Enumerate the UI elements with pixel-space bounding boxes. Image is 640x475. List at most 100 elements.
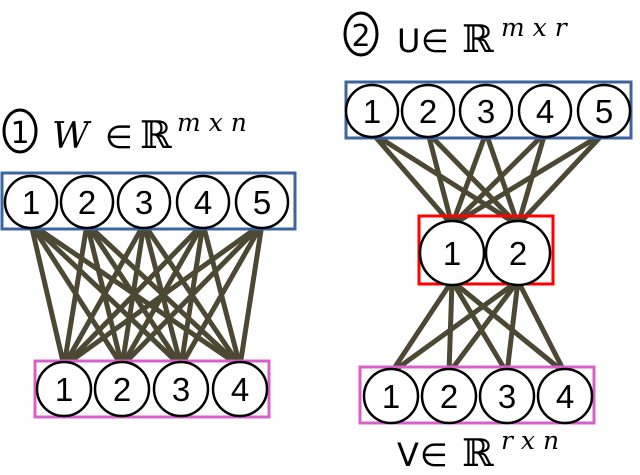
right-bottom-layer-box	[358, 365, 596, 425]
node-circle	[536, 367, 594, 425]
left-real-set-symbol: ℝ	[140, 113, 172, 157]
right-top-matrix-symbol: U	[397, 22, 420, 60]
right-top-real-set-symbol: ℝ	[462, 17, 494, 61]
right-top-node: 1	[344, 83, 400, 139]
edge-right-upper	[516, 131, 606, 227]
edge-left	[62, 221, 264, 369]
right-bottom-matrix-symbol: V	[397, 436, 419, 474]
edge-left	[61, 223, 90, 367]
edge-right-upper	[425, 132, 455, 226]
node-circle	[478, 367, 536, 425]
node-circle	[234, 174, 290, 230]
left-top-node: 3	[116, 174, 172, 230]
right-top-dimension-superscript: m x r	[501, 13, 569, 42]
node-circle	[400, 83, 456, 139]
edge-left	[237, 223, 265, 367]
node-label: 2	[509, 235, 527, 272]
node-circle	[517, 83, 573, 139]
right-bottom-dimension-superscript: r x n	[501, 426, 559, 455]
node-label: 4	[556, 378, 574, 415]
left-top-node: 2	[59, 174, 115, 230]
edge-left	[178, 222, 265, 368]
left-element-of-symbol: ∈	[105, 118, 133, 156]
left-bottom-node: 4	[211, 360, 269, 418]
edge-left	[28, 223, 67, 367]
left-top-node: 4	[175, 174, 231, 230]
edge-right-lower	[504, 280, 521, 374]
edge-right-upper	[450, 130, 606, 228]
edges-right-lower	[388, 278, 568, 376]
edge-right-upper	[449, 132, 489, 226]
node-circle	[3, 174, 59, 230]
node-circle	[175, 174, 231, 230]
node-label: 3	[172, 371, 190, 408]
step-1-number: 1	[10, 116, 29, 151]
edge-right-lower	[389, 278, 520, 376]
right-bottom-node: 2	[420, 367, 478, 425]
node-circle	[93, 360, 151, 418]
edge-right-lower	[449, 279, 510, 375]
node-circle	[418, 219, 486, 287]
node-label: 1	[22, 184, 40, 221]
node-label: 2	[78, 184, 96, 221]
step-1-circle	[2, 108, 38, 154]
node-circle	[211, 360, 269, 418]
right-bottom-node: 4	[536, 367, 594, 425]
edge-right-upper	[426, 131, 520, 227]
node-label: 3	[477, 93, 495, 130]
step-2-number: 2	[351, 19, 370, 54]
node-label: 5	[595, 93, 613, 130]
edge-right-upper	[450, 131, 547, 227]
node-circle	[458, 83, 514, 139]
node-label: 4	[536, 93, 554, 130]
right-top-node: 2	[400, 83, 456, 139]
right-bottom-real-set-symbol: ℝ	[462, 431, 494, 475]
node-circle	[152, 360, 210, 418]
node-label: 2	[440, 378, 458, 415]
node-circle	[59, 174, 115, 230]
node-circle	[576, 83, 632, 139]
edge-right-lower	[515, 279, 568, 375]
node-circle	[484, 219, 552, 287]
edge-left	[120, 222, 264, 368]
edges-left	[28, 221, 265, 369]
node-circle	[362, 367, 420, 425]
edge-right-upper	[370, 130, 520, 228]
right-matrix-label: 2 U ∈ ℝ m x r	[343, 11, 569, 61]
right-top-element-of-symbol: ∈	[421, 22, 449, 60]
left-bottom-node: 1	[35, 360, 93, 418]
step-2-circle	[343, 11, 379, 57]
node-label: 4	[231, 371, 249, 408]
right-top-node: 4	[517, 83, 573, 139]
left-bottom-node: 2	[93, 360, 151, 418]
right-bottom-node: 3	[478, 367, 536, 425]
node-label: 2	[419, 93, 437, 130]
edge-right-lower	[450, 279, 567, 375]
edge-left	[62, 222, 205, 368]
left-matrix-symbol: W	[52, 116, 92, 157]
left-bottom-layer-box	[33, 359, 271, 419]
node-label: 1	[363, 93, 381, 130]
node-circle	[344, 83, 400, 139]
node-label: 3	[498, 378, 516, 415]
left-top-node: 5	[234, 174, 290, 230]
edge-right-lower	[388, 279, 455, 375]
left-top-node: 1	[3, 174, 59, 230]
right-bottom-matrix-label: V ∈ ℝ r x n	[397, 426, 559, 475]
right-bottom-element-of-symbol: ∈	[420, 436, 448, 474]
edges-right-upper	[370, 130, 606, 228]
right-top-node: 5	[576, 83, 632, 139]
node-circle	[420, 367, 478, 425]
node-circle	[35, 360, 93, 418]
right-top-node: 3	[458, 83, 514, 139]
node-label: 1	[382, 378, 400, 415]
node-label: 4	[194, 184, 212, 221]
node-label: 5	[253, 184, 271, 221]
node-label: 2	[113, 371, 131, 408]
right-middle-node: 2	[484, 219, 552, 287]
node-circle	[116, 174, 172, 230]
left-matrix-label: 1 W ∈ ℝ m x n	[2, 108, 247, 157]
left-dimension-superscript: m x n	[177, 108, 247, 137]
